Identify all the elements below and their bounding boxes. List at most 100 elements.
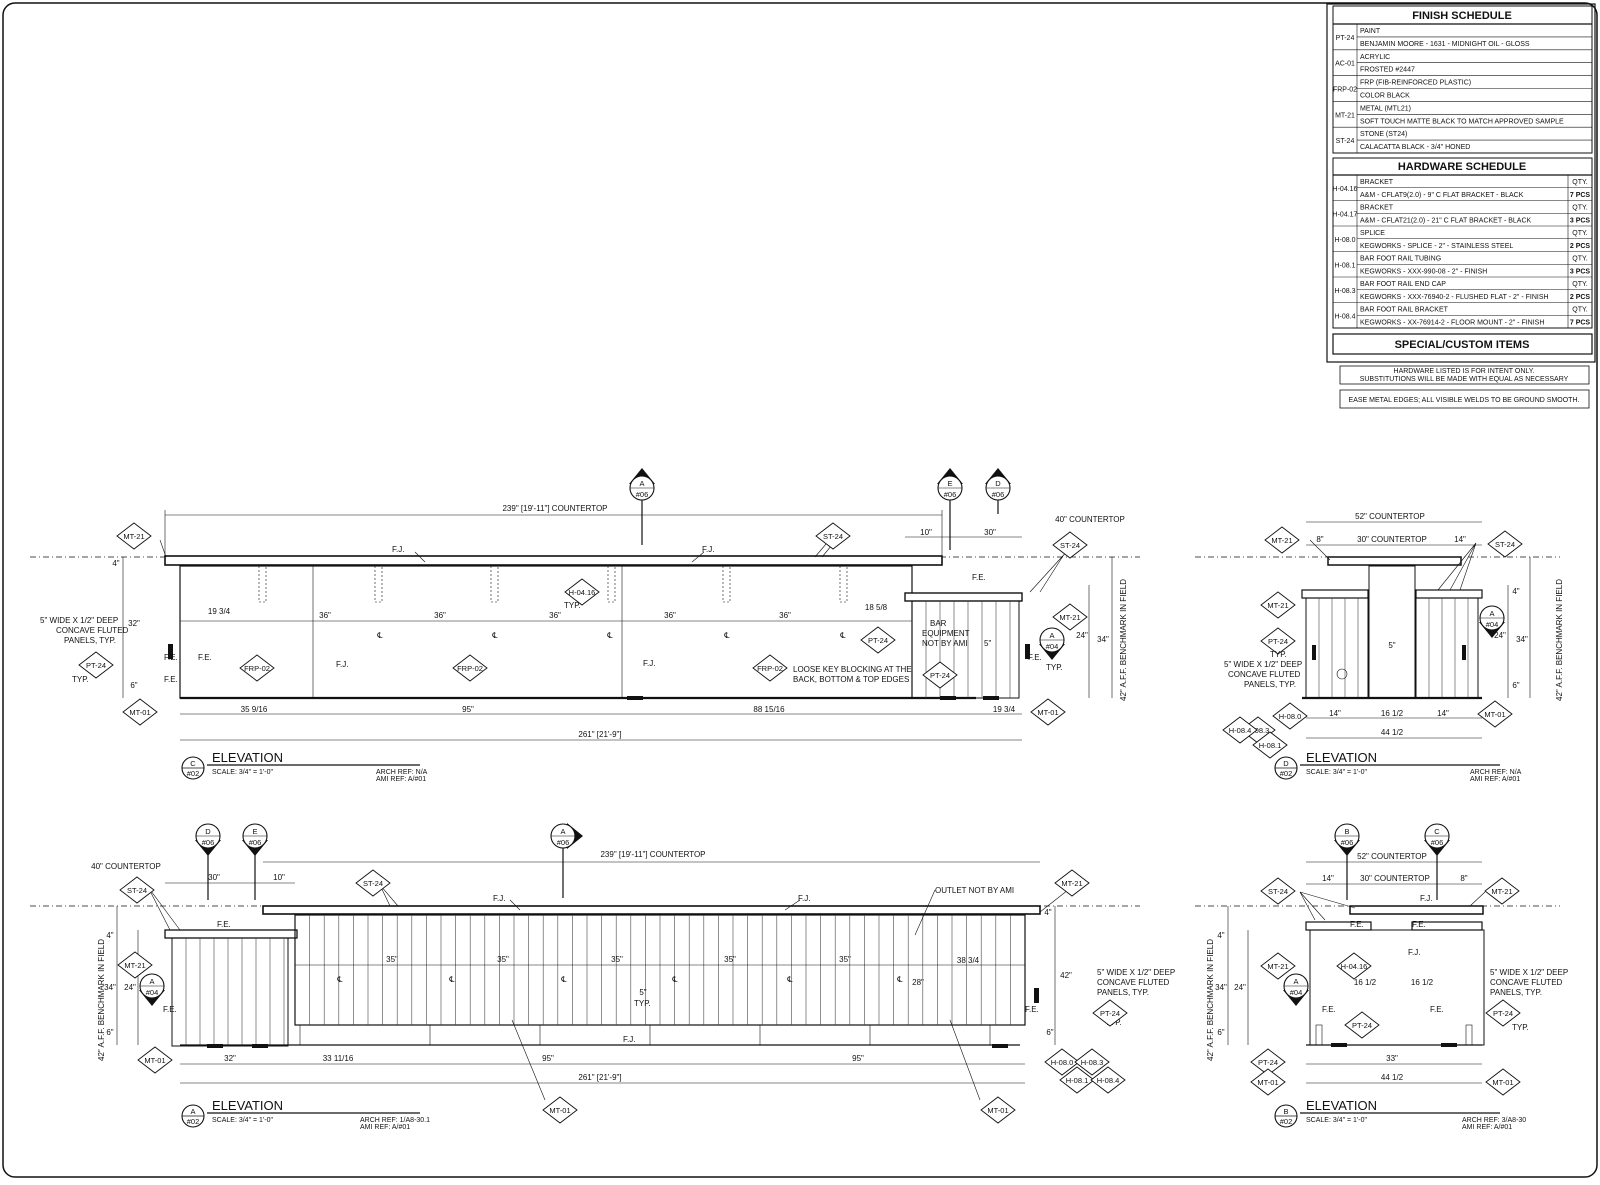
finish-line1: FRP (FIB-REINFORCED PLASTIC) (1360, 80, 1471, 87)
d-tag-mt01-label: MT-01 (1484, 710, 1505, 719)
c-fj-label-4: F.J. (643, 659, 655, 668)
c-dim-36: 36" (664, 611, 676, 620)
a-callout-d06-sheet: #06 (202, 838, 215, 847)
a-callout-d06-letter: D (205, 827, 211, 836)
c-dim-19-3-4: 19 3/4 (208, 607, 231, 616)
centerline-mark: ℄ (724, 631, 730, 640)
b-callout-c06-sheet: #06 (1431, 838, 1444, 847)
centerline-mark: ℄ (607, 631, 613, 640)
elevation-b: 52" COUNTERTOP 14" 30" COUNTERTOP 8" 16 … (1195, 823, 1568, 1131)
c-dim-88: 88 15/16 (753, 705, 785, 714)
b-title-sheet: #02 (1280, 1117, 1293, 1126)
c-tag-h0416: H-04.16 (564, 578, 600, 606)
a-callout-e06-letter: E (252, 827, 257, 836)
hardware-line1: BRACKET (1360, 179, 1394, 186)
b-tag-st24-label: ST-24 (1268, 887, 1288, 896)
c-tag-frp02-label: FRP-02 (244, 664, 270, 673)
d-callout-a04-sheet: #04 (1486, 620, 1499, 629)
hardware-line2: KEGWORKS - XXX-76940-2 - FLUSHED FLAT - … (1360, 294, 1549, 301)
c-blocking-note-1: LOOSE KEY BLOCKING AT THE (793, 665, 912, 674)
a-typ-2: TYP. (634, 999, 651, 1008)
elevation-b-title: B #02 ELEVATION SCALE: 3/4" = 1'-0" ARCH… (1274, 1098, 1526, 1131)
c-tag-st24b-label: ST-24 (1060, 541, 1080, 550)
a-dim-33: 33 11/16 (323, 1054, 354, 1063)
a-tag-h084: H-08.4 (1090, 1066, 1126, 1094)
a-callout-a06: A#06 (550, 823, 583, 849)
c-fe-label-1: F.E. (198, 653, 212, 662)
c-dim-36: 36" (549, 611, 561, 620)
a-tag-h081: H-08.1 (1059, 1066, 1095, 1094)
b-dim-24: 24" (1234, 983, 1246, 992)
a-tag-mt01c: MT-01 (980, 1096, 1016, 1124)
c-tag-frp02: FRP-02 (239, 654, 275, 682)
d-dim-24: 24" (1494, 631, 1506, 640)
d-arch-ref: ARCH REF: N/A (1470, 769, 1522, 776)
hardware-line1: BAR FOOT RAIL BRACKET (1360, 307, 1449, 314)
d-tag-h084: H-08.4 (1222, 716, 1258, 744)
c-fj-label-2: F.J. (702, 545, 714, 554)
d-fluted-note-1: 5" WIDE X 1/2" DEEP (1224, 660, 1302, 669)
c-ami-ref: AMI REF: A/#01 (376, 776, 426, 783)
d-ami-ref: AMI REF: A/#01 (1470, 776, 1520, 783)
b-scale: SCALE: 3/4" = 1'-0" (1306, 1117, 1367, 1124)
a-dim-95a: 95" (542, 1054, 554, 1063)
c-countertop-dim: 239" [19'-11"] COUNTERTOP (502, 504, 607, 513)
c-tag-pt24: PT-24 (78, 651, 114, 679)
c-typ-2: TYP. (564, 601, 581, 610)
c-fe-label-2: F.E. (164, 653, 178, 662)
a-fluted-note-1: 5" WIDE X 1/2" DEEP (1097, 968, 1175, 977)
hardware-line2: A&M - CFLAT21(2.0) - 21" C FLAT BRACKET … (1360, 217, 1532, 224)
a-dim-24: 24" (124, 983, 136, 992)
a-tag-mt21b: MT-21 (117, 951, 153, 979)
b-dim-6: 6" (1217, 1028, 1224, 1037)
c-tag-mt21b-label: MT-21 (1059, 613, 1080, 622)
finish-line2: COLOR BLACK (1360, 93, 1410, 100)
a-dim-6: 6" (106, 1028, 113, 1037)
hardware-line1: BRACKET (1360, 205, 1394, 212)
a-dim-5: 5" (639, 988, 646, 997)
a-fe-label-2: F.E. (163, 1005, 177, 1014)
c-fj-label-3: F.J. (336, 660, 348, 669)
c-tag-st24: ST-24 (815, 522, 851, 550)
a-tag-pt24-label: PT-24 (1100, 1009, 1120, 1018)
a-callout-d06: D #06 (195, 823, 221, 856)
b-fj-1: F.J. (1420, 894, 1432, 903)
elevation-c-title: C #02 ELEVATION SCALE: 3/4" = 1'-0" ARCH… (181, 750, 428, 783)
b-dim-16a: 16 1/2 (1354, 978, 1377, 987)
d-tag-h081: H-08.1 (1252, 731, 1288, 759)
c-dim-6: 6" (130, 681, 137, 690)
hardware-line2: KEGWORKS - XXX-990-08 - 2" - FINISH (1360, 268, 1487, 275)
d-callout-a04: A#04 (1479, 605, 1505, 638)
a-callout-a04-letter: A (149, 977, 154, 986)
hardware-code: H-08.4 (1334, 313, 1355, 320)
a-dim-38: 38 3/4 (957, 956, 980, 965)
hardware-line2: KEGWORKS - XX-76914-2 - FLOOR MOUNT - 2"… (1360, 319, 1544, 326)
d-tag-h084-label: H-08.4 (1229, 726, 1252, 735)
b-callout-a04-letter: A (1293, 977, 1298, 986)
c-dim-95: 95" (462, 705, 474, 714)
elevation-a: 239" [19'-11"] COUNTERTOP 30" 10" 40" CO… (30, 823, 1175, 1131)
d-tag-mt21-label: MT-21 (1271, 536, 1292, 545)
a-tag-mt01c-label: MT-01 (987, 1106, 1008, 1115)
b-callout-a04-sheet: #04 (1290, 988, 1303, 997)
finish-line1: STONE (ST24) (1360, 131, 1407, 138)
finish-schedule-title: FINISH SCHEDULE (1412, 10, 1512, 22)
elevation-a-title: A #02 ELEVATION SCALE: 3/4" = 1'-0" ARCH… (181, 1098, 430, 1131)
hardware-note-box: HARDWARE LISTED IS FOR INTENT ONLY. SUBS… (1339, 365, 1590, 385)
b-tag-mt21: MT-21 (1484, 877, 1520, 905)
finish-line2: BENJAMIN MOORE - 1631 - MIDNIGHT OIL - G… (1360, 41, 1530, 48)
a-ami-ref: AMI REF: A/#01 (360, 1124, 410, 1131)
hardware-qty: 7 PCS (1570, 319, 1591, 326)
centerline-mark: ℄ (377, 631, 383, 640)
d-fluted-note-2: CONCAVE FLUTED (1228, 670, 1301, 679)
d-tag-pt24-label: PT-24 (1268, 637, 1288, 646)
b-fluted-note-2: CONCAVE FLUTED (1490, 978, 1563, 987)
a-overall-dim: 261" [21'-9"] (578, 1073, 621, 1082)
c-tag-pt24c-label: PT-24 (930, 671, 950, 680)
a-tag-h081-label: H-08.1 (1066, 1076, 1089, 1085)
c-tag-h0416-label: H-04.16 (569, 588, 596, 597)
d-tag-h083-label: H-08.3 (1247, 726, 1270, 735)
hardware-qty: 2 PCS (1570, 243, 1591, 250)
a-title-text: ELEVATION (212, 1098, 283, 1113)
